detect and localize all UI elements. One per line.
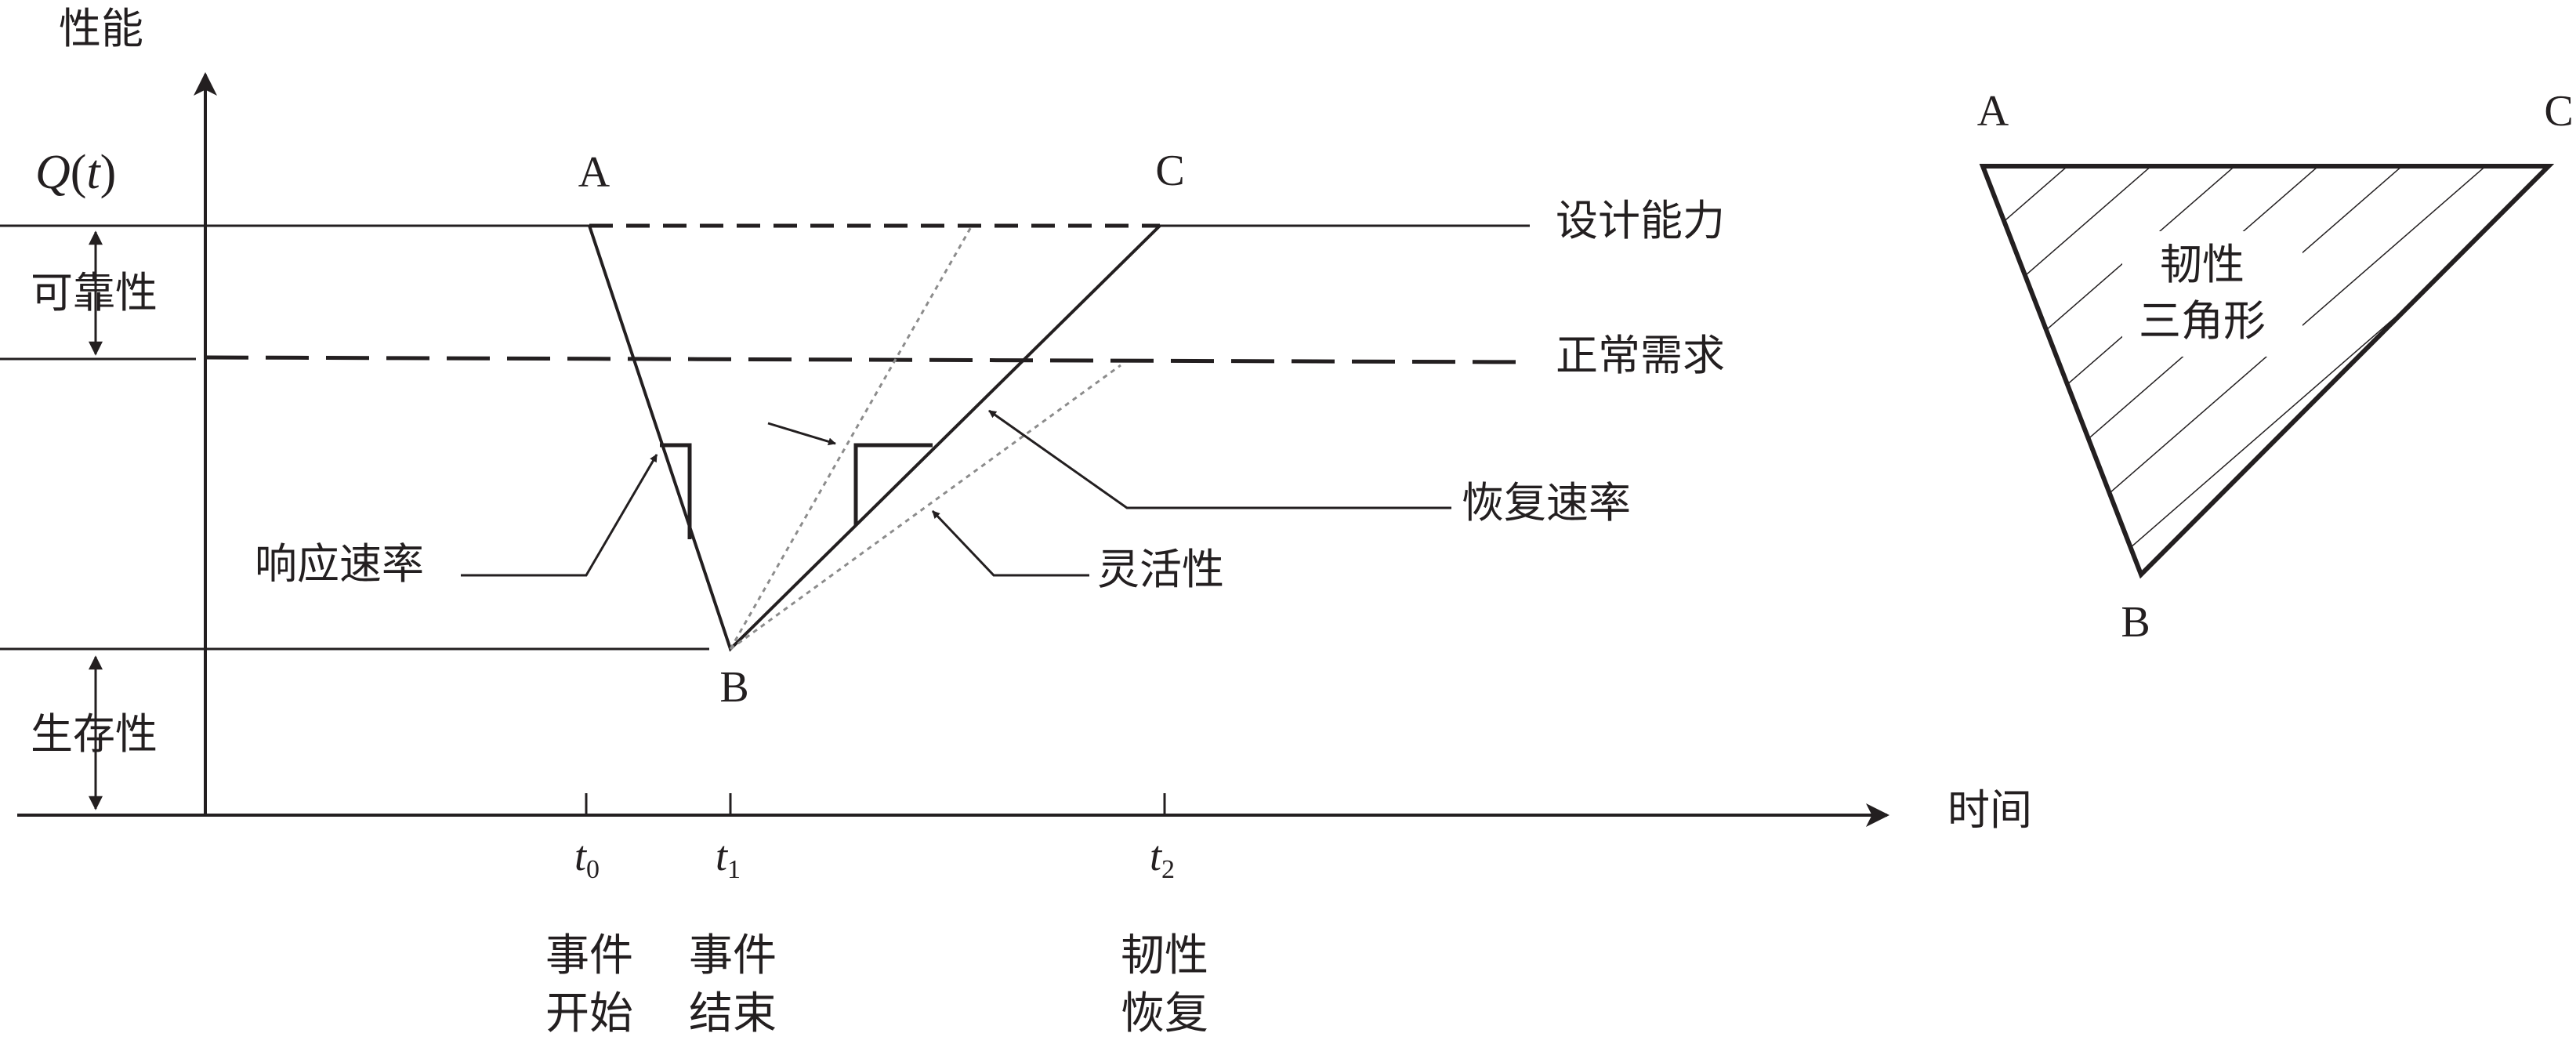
triangle-label-backdrop — [2122, 231, 2302, 357]
y-axis-title: 性能 — [59, 4, 143, 53]
point-b-label: B — [719, 663, 748, 712]
triangle-label-line2: 三角形 — [2139, 296, 2266, 346]
resilience-triangle — [1979, 164, 2555, 579]
point-a-label: A — [578, 148, 610, 197]
t0-label: t0 — [574, 832, 600, 884]
design-capacity-label: 设计能力 — [1556, 196, 1725, 245]
flexibility-label: 灵活性 — [1097, 545, 1224, 594]
resilience-recovery-label-line1: 韧性 — [1121, 930, 1208, 981]
flexibility-guide-steep — [729, 225, 973, 650]
triangle-c-label: C — [2544, 87, 2573, 136]
normal-demand-label: 正常需求 — [1556, 331, 1725, 380]
flexibility-guide-shallow — [730, 364, 1121, 651]
normal-demand-dashed — [205, 355, 1531, 364]
event-start-label-line1: 事件 — [545, 930, 633, 981]
recovery-rate-label: 恢复速率 — [1462, 478, 1631, 527]
survivability-label: 生存性 — [31, 709, 158, 759]
triangle-a-label: A — [1977, 87, 2009, 136]
event-end-label-line2: 结束 — [689, 988, 777, 1039]
response-rate-slope-marker — [660, 443, 692, 539]
flexibility-leader — [931, 509, 1089, 577]
t2-label: t2 — [1150, 832, 1175, 884]
q-function-label: Q(t) — [35, 146, 116, 199]
resilience-recovery-label-line2: 恢复 — [1121, 988, 1208, 1039]
point-c-label: C — [1155, 147, 1184, 195]
recovery-rate-leader — [988, 409, 1451, 509]
resilience-curve — [588, 224, 1161, 652]
response-rate-leader — [461, 454, 658, 577]
reliability-label: 可靠性 — [31, 268, 158, 317]
event-start-label-line2: 开始 — [545, 988, 633, 1039]
triangle-b-label: B — [2121, 598, 2150, 647]
response-rate-label: 响应速率 — [255, 539, 424, 589]
event-end-label-line1: 事件 — [689, 930, 777, 981]
recovery-rate-slope-marker — [853, 443, 933, 525]
guide-pointer-arrow — [767, 422, 836, 446]
x-axis-title: 时间 — [1947, 785, 2032, 835]
t1-label: t1 — [716, 832, 741, 884]
triangle-label-line1: 韧性 — [2160, 240, 2244, 289]
